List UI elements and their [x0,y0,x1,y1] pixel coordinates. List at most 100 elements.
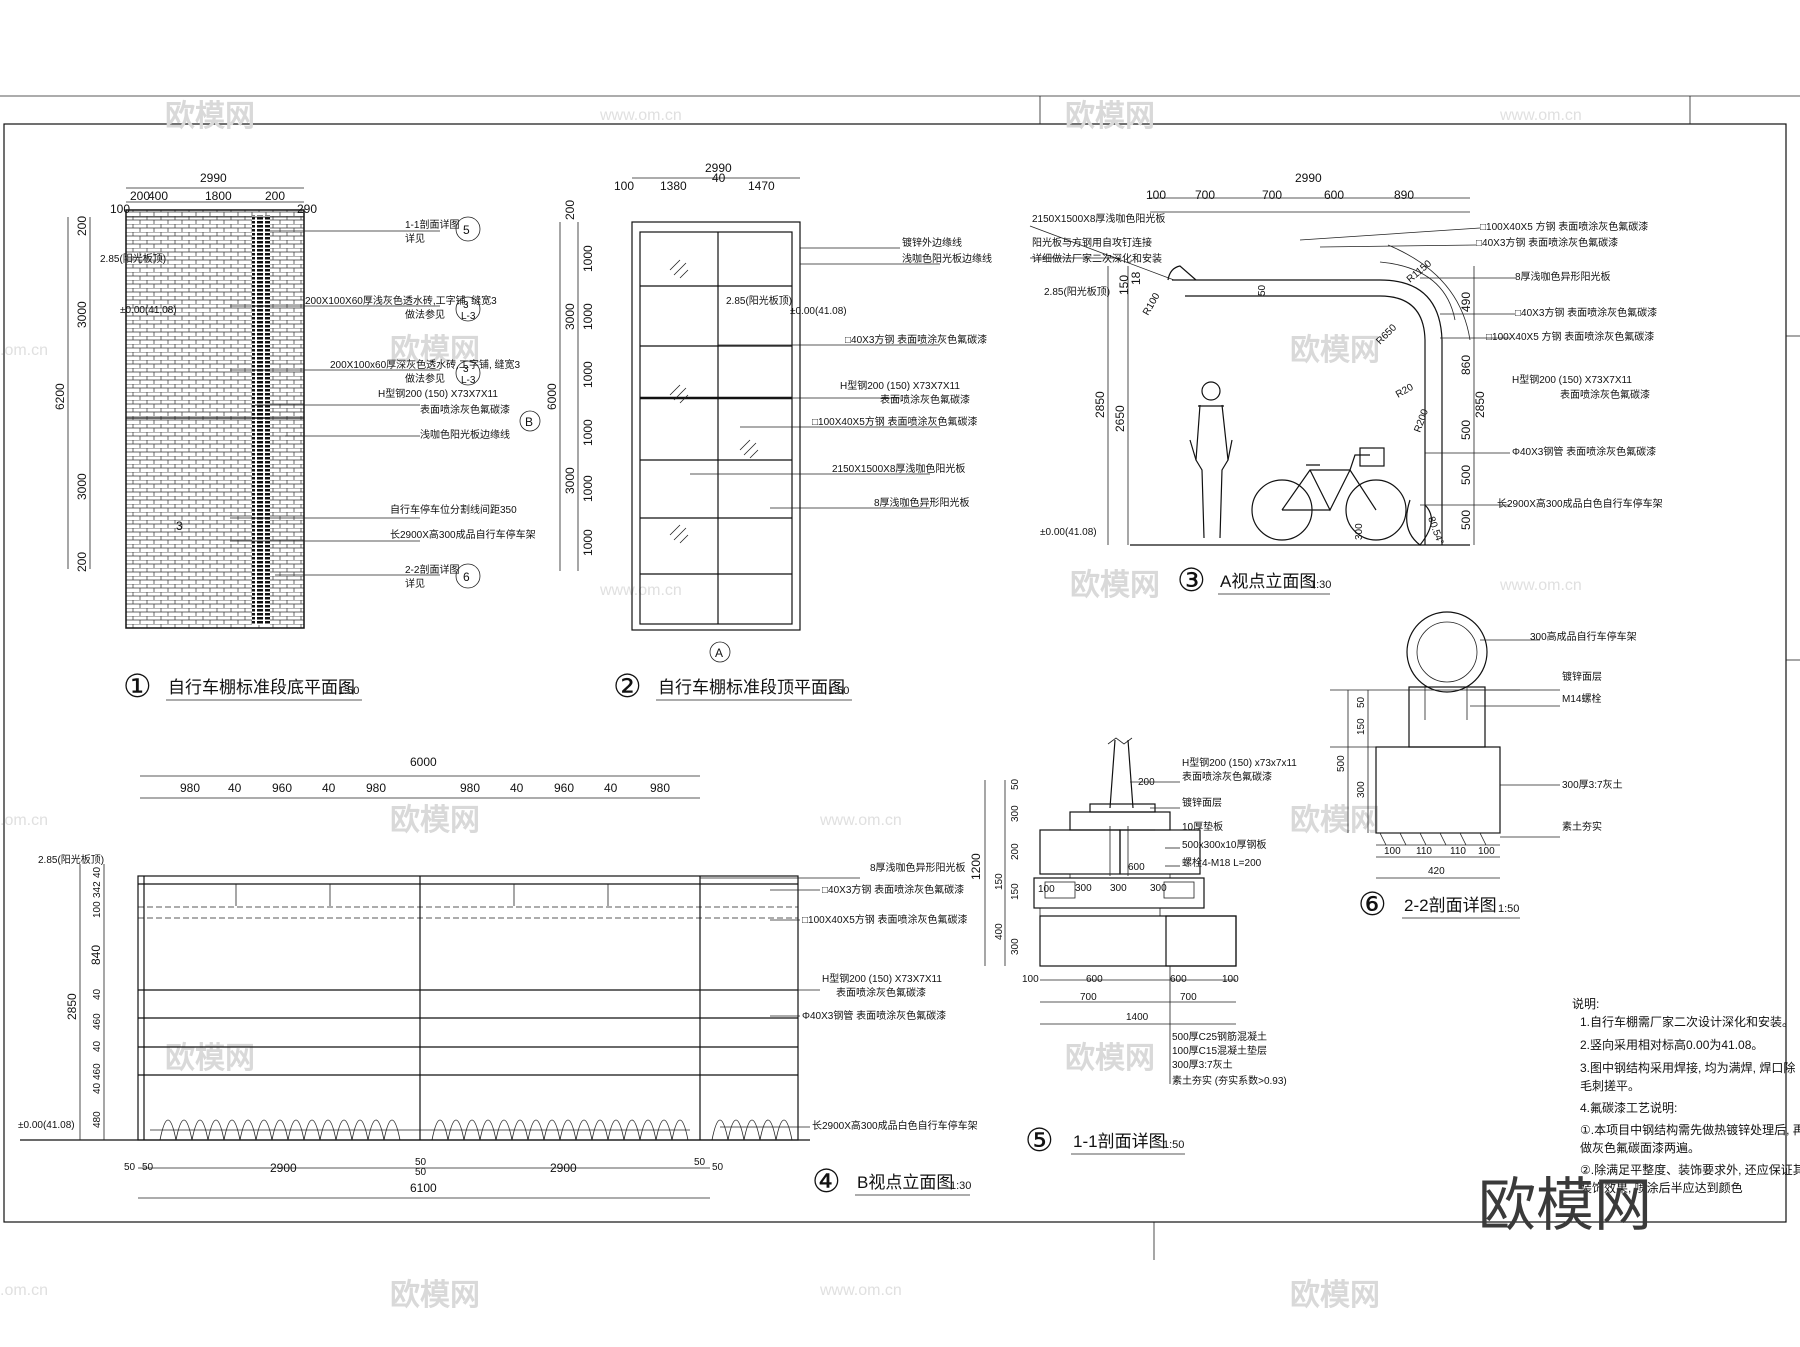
level-mark: 2.85(阳光板顶) [38,853,104,866]
watermark-logo: 欧模网 [1290,334,1380,367]
dim: 1200 [969,853,983,880]
leader-label: □100X40X5方钢 表面喷涂灰色氟碳漆 [802,913,968,926]
dim: 2990 [1295,171,1322,185]
leader-label: 8厚浅咖色异形阳光板 [874,496,970,509]
leader-label: □40X3方钢 表面喷涂灰色氟碳漆 [845,333,987,346]
watermark-site: .om.cn [0,812,48,829]
dim: 1380 [660,179,687,193]
marker-label: A [715,646,723,660]
dim: 420 [1428,866,1445,877]
watermark-logo: 欧模网 [1065,1042,1155,1075]
watermark-logo: 欧模网 [1290,804,1380,837]
watermark-logo: 欧模网 [390,804,480,837]
leader-label: 200X100X60厚浅灰色透水砖,工字铺, 缝宽3 [305,294,497,307]
leader-label: 100厚C15混凝土垫层 [1172,1044,1267,1057]
dim: 150 [1117,275,1131,295]
drawing-number: ④ [812,1163,841,1199]
drawing-scale: 1:50 [1498,903,1519,915]
view-marker-b [519,410,541,432]
dim: 300 [1354,523,1365,540]
dim: 700 [1080,992,1097,1003]
watermark-logo: 欧模网 [165,100,255,133]
leader-label: M14螺栓 [1562,692,1601,705]
drawing-2-roof-plan: 2990 100 1380 40 1470 200 3000 3000 6000… [519,161,992,704]
leader-label: Φ40X3钢管 表面喷涂灰色氟碳漆 [1512,445,1656,458]
dim: 40 [322,781,336,795]
callout-bubble [455,296,481,322]
dim: 150 [1010,883,1021,900]
leader-label: 镀锌外边缘线 [902,236,962,249]
watermark-logo: 欧模网 [390,1279,480,1312]
watermark-site: www.om.cn [819,812,902,829]
watermark-site: www.om.cn [819,1282,902,1299]
callout-number: 6 [463,570,470,584]
drawing-title: A视点立面图 [1220,572,1316,591]
dim: 6200 [53,383,67,410]
level-mark: ±0.00(41.08) [120,305,177,316]
dim: 200 [1138,777,1155,788]
watermark-logo: 欧模网 [1065,100,1155,133]
watermark-site: .om.cn [0,1282,48,1299]
drawing-6-section-2-2: 50 150 500 300 100 110 110 100 420 300高成… [1330,611,1637,922]
dim: 980 [180,781,200,795]
sheet-frame [0,95,1800,1260]
leader-label: 详细做法厂家二次深化和安装 [1032,252,1162,265]
dim: 1000 [581,419,595,446]
dim: 980 [366,781,386,795]
glazing-marks [669,259,759,544]
leader-label: 500厚C25钢筋混凝土 [1172,1030,1267,1043]
dim: 890 [1394,188,1414,202]
drawing-title: 1-1剖面详图 [1073,1132,1166,1151]
dim: 100 [92,901,103,918]
note-line: 3.图中钢结构采用焊接, 均为满焊, 焊口除 [1580,1060,1795,1075]
dim: 1000 [581,361,595,388]
dim: 200 [563,200,577,220]
leader-label: 长2900X高300成品白色自行车停车架 [812,1119,978,1132]
radius-label: R650 [1374,322,1399,347]
dim: 500 [1459,420,1473,440]
dim: 200 [75,552,89,572]
dim: 150 [994,873,1005,890]
dim: 1470 [748,179,775,193]
dim: 3000 [563,467,577,494]
drawing-5-section-1-1: 50 300 200 1200 150 150 400 300 200 600 … [969,737,1297,1158]
drawing-number: ② [613,668,642,704]
dim: 1000 [581,245,595,272]
hatch-number: 3 [176,519,183,533]
notes-heading: 说明: [1572,996,1599,1011]
drawing-1-bottom-plan: 2990 100 200 400 1800 200 290 200 3000 6… [53,171,536,704]
dim: 50 [1257,284,1268,296]
leader-label: 详见 [405,577,425,590]
watermark-big: 欧模网 [1478,1173,1652,1238]
leader-label: 表面喷涂灰色氟碳漆 [1560,388,1650,401]
leader-label: 500x300x10厚钢板 [1182,838,1267,851]
dim: 200 [130,189,150,203]
leader-label: H型钢200 (150) X73X7X11 [378,387,498,400]
dim: 40 [712,171,726,185]
dim: 400 [994,923,1005,940]
leader-label: 自行车停车位分割线间距350 [390,503,517,516]
dim: 600 [1086,974,1103,985]
dim: 2850 [1473,391,1487,418]
dim: 40 [228,781,242,795]
note-line: 4.氟碳漆工艺说明: [1580,1100,1677,1115]
dim: 40 [92,866,103,878]
drawing-number: ① [123,668,152,704]
dim: 40 [92,988,103,1000]
dim: 500 [1336,755,1347,772]
leader-label: 浅咖色阳光板边缘线 [420,428,510,441]
dim: 200 [265,189,285,203]
dim: 1800 [205,189,232,203]
bicycle [1251,447,1407,541]
dim: 490 [1459,292,1473,312]
watermark-site: www.om.cn [1499,577,1582,594]
leader-label: H型钢200 (150) x73x7x11 [1182,756,1297,769]
watermark-logo: 欧模网 [1290,1279,1380,1312]
dim: 300 [1356,781,1367,798]
callout-sheet: L-3 [461,375,476,386]
note-line: 2.竖向采用相对标高0.00为41.08。 [1580,1037,1763,1052]
column-stub [1109,739,1134,809]
purlin-lines [640,285,792,575]
dim: 2850 [65,993,79,1020]
